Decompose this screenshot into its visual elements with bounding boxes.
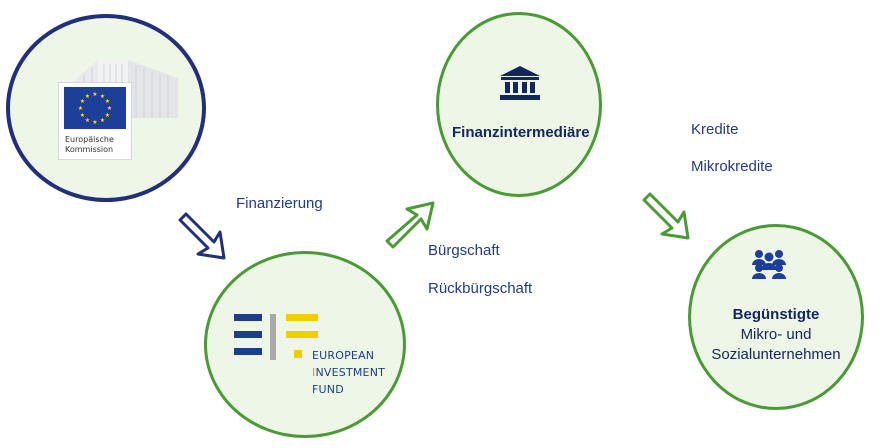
- commission-logo-card: ★★★ ★★★ ★★★ ★★★ Europäische Kommission: [58, 82, 132, 160]
- svg-text:★: ★: [80, 112, 85, 119]
- eif-logo-line2-initial: I: [312, 366, 316, 379]
- eif-logo-line1: EUROPEAN: [312, 349, 375, 362]
- bank-icon: [500, 66, 540, 100]
- beneficiaries-subtitle-line1: Mikro- und: [740, 326, 812, 343]
- node-eif: [204, 251, 406, 438]
- eif-logo-mark-icon: [234, 314, 318, 360]
- arrow-down-right-icon: [178, 212, 226, 260]
- eif-logo: EUROPEAN INVESTMENT FUND: [234, 314, 404, 404]
- intermediaries-title: Finanzintermediäre: [452, 124, 590, 141]
- arrow-down-right-icon-2: [642, 192, 690, 240]
- beneficiaries-subtitle-line2: Sozialunternehmen: [711, 346, 841, 363]
- eif-logo-line2-rest: NVESTMENT: [315, 366, 386, 379]
- svg-text:★: ★: [85, 117, 90, 124]
- flow-label-loans: Kredite: [691, 121, 739, 138]
- flow-label-microloans: Mikrokredite: [691, 158, 773, 175]
- svg-text:★: ★: [92, 119, 97, 126]
- eif-logo-line2: INVESTMENT: [312, 367, 385, 379]
- eif-logo-line3: FUND: [312, 383, 344, 396]
- svg-text:★: ★: [107, 105, 112, 112]
- svg-text:★: ★: [92, 91, 97, 98]
- svg-text:★: ★: [100, 117, 105, 124]
- arrow-up-right-icon: [385, 201, 435, 249]
- flow-label-counter-guarantee: Rückbürgschaft: [428, 280, 533, 297]
- svg-text:★: ★: [105, 98, 110, 105]
- svg-text:★: ★: [85, 93, 90, 100]
- commission-logo-text-line1: Europäische: [65, 135, 114, 144]
- svg-text:★: ★: [105, 112, 110, 119]
- svg-text:★: ★: [100, 93, 105, 100]
- commission-logo-text-line2: Kommission: [65, 145, 114, 154]
- node-financial-intermediaries: [436, 12, 602, 197]
- eu-flag-icon: ★★★ ★★★ ★★★ ★★★: [64, 87, 126, 129]
- svg-text:★: ★: [78, 105, 83, 112]
- svg-text:★: ★: [80, 98, 85, 105]
- beneficiaries-title: Begünstigte: [732, 306, 820, 323]
- flow-label-financing: Finanzierung: [236, 195, 323, 212]
- flow-label-guarantee: Bürgschaft: [428, 242, 500, 259]
- european-commission-logo: ★★★ ★★★ ★★★ ★★★ Europäische Kommission: [58, 56, 184, 160]
- people-group-icon: [752, 250, 786, 279]
